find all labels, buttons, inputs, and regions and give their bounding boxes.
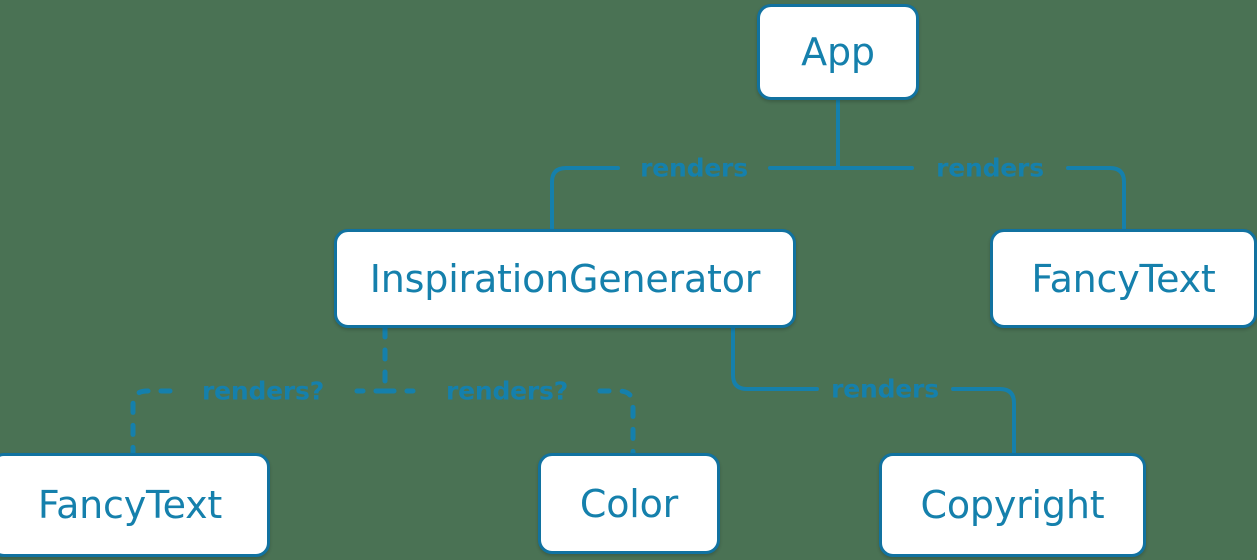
edge-app-to-fancytext-right [1066,166,1126,231]
node-inspirationgenerator-label: InspirationGenerator [369,256,761,301]
node-copyright[interactable]: Copyright [879,453,1146,557]
edge-label-app-to-inspirationgenerator: renders [640,153,748,183]
node-fancytext-right[interactable]: FancyText [990,229,1257,328]
edge-label-inspirationgenerator-to-color: renders? [445,376,569,406]
edge-label-inspirationgenerator-to-fancytext: renders? [201,376,325,406]
node-app-label: App [801,30,875,74]
node-fancytext-right-label: FancyText [1031,256,1216,301]
node-copyright-label: Copyright [920,483,1105,527]
edge-label-app-to-fancytext: renders [936,153,1044,183]
node-fancytext-bottom-label: FancyText [37,483,223,527]
node-app[interactable]: App [757,4,919,100]
node-color-label: Color [579,481,679,526]
edge-inspirationgenerator-to-copyright-right [951,387,1016,455]
edge-inspirationgenerator-to-copyright-left [731,326,819,391]
node-color[interactable]: Color [538,453,720,554]
edge-label-inspirationgenerator-to-copyright: renders [831,374,939,404]
edge-inspirationgenerator-to-color-right [597,388,636,456]
edge-app-to-inspirationgenerator-left [550,166,620,231]
node-inspirationgenerator[interactable]: InspirationGenerator [334,229,796,328]
node-fancytext-bottom[interactable]: FancyText [0,453,270,557]
edge-inspirationgenerator-to-fancytext-left [130,388,173,456]
